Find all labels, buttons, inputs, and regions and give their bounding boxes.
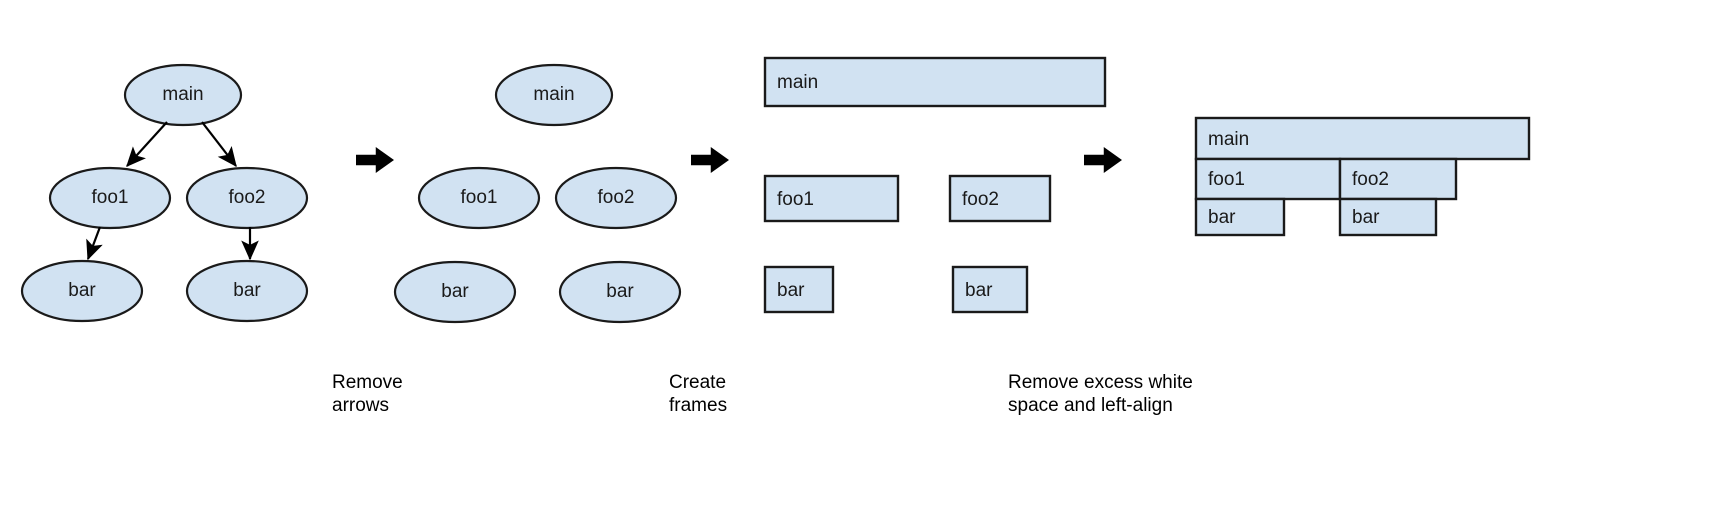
caption-line: Create — [669, 372, 727, 393]
caption-line: Remove — [332, 372, 403, 393]
frame-label-panel-frames-main: main — [777, 72, 819, 93]
caption-line: space and left-align — [1008, 395, 1173, 416]
frame-box-panel-frames-main — [763, 56, 1107, 108]
frame-box-panel-flamegraph-bar2 — [1338, 197, 1438, 237]
node-ellipse-bar2 — [558, 260, 682, 324]
node-ellipse-bar2 — [185, 259, 309, 323]
step-arrows-group — [356, 147, 1122, 173]
frame-label-panel-flamegraph-main: main — [1208, 128, 1250, 150]
frame-box-panel-frames-foo1 — [763, 174, 900, 223]
tree-edge-main-to-foo2 — [201, 121, 237, 168]
step-arrow-icon — [1084, 147, 1122, 173]
node-ellipse-foo2 — [554, 166, 678, 230]
tree-edge-main-to-foo1 — [126, 121, 168, 167]
node-label-bar2: bar — [606, 281, 634, 302]
node-label-bar1: bar — [68, 280, 96, 301]
step-arrow-icon — [356, 147, 394, 173]
tree-edge-foo1-to-bar1 — [86, 226, 103, 261]
node-label-bar2: bar — [233, 280, 261, 301]
tree-edges-group — [86, 121, 259, 261]
node-label-foo2: foo2 — [597, 187, 635, 208]
node-label-main: main — [533, 84, 575, 105]
frame-label-panel-flamegraph-bar2: bar — [1352, 207, 1380, 228]
node-label-foo2: foo2 — [228, 187, 266, 208]
frame-label-panel-flamegraph-bar1: bar — [1208, 207, 1236, 228]
caption-line: Remove excess white — [1008, 372, 1193, 393]
caption-line: arrows — [332, 395, 390, 416]
frame-label-panel-frames-bar2: bar — [965, 279, 993, 301]
step-arrow-icon — [691, 147, 729, 173]
frame-box-panel-frames-bar2 — [951, 265, 1029, 314]
node-label-bar1: bar — [441, 281, 469, 302]
frame-label-panel-frames-foo1: foo1 — [777, 188, 814, 210]
node-ellipse-main — [494, 63, 614, 127]
frame-box-panel-frames-bar1 — [763, 265, 835, 314]
node-ellipse-bar1 — [393, 260, 517, 324]
node-ellipse-foo1 — [48, 166, 172, 230]
frame-box-panel-flamegraph-foo2 — [1338, 157, 1458, 201]
frame-label-panel-frames-bar1: bar — [777, 279, 805, 301]
node-ellipse-bar1 — [20, 259, 144, 323]
frame-label-panel-flamegraph-foo2: foo2 — [1352, 169, 1389, 190]
frame-label-panel-frames-foo2: foo2 — [962, 188, 999, 210]
frame-label-panel-flamegraph-foo1: foo1 — [1208, 169, 1245, 190]
node-label-foo1: foo1 — [460, 187, 498, 208]
frame-box-panel-flamegraph-bar1 — [1194, 197, 1286, 237]
node-label-foo1: foo1 — [91, 187, 129, 208]
node-ellipse-foo1 — [417, 166, 541, 230]
frame-boxes-group — [763, 56, 1531, 314]
node-label-main: main — [162, 84, 204, 105]
ellipse-nodes-group — [20, 63, 682, 324]
node-ellipse-foo2 — [185, 166, 309, 230]
node-ellipse-main — [123, 63, 243, 127]
frame-box-panel-frames-foo2 — [948, 174, 1052, 223]
caption-line: frames — [669, 395, 728, 416]
